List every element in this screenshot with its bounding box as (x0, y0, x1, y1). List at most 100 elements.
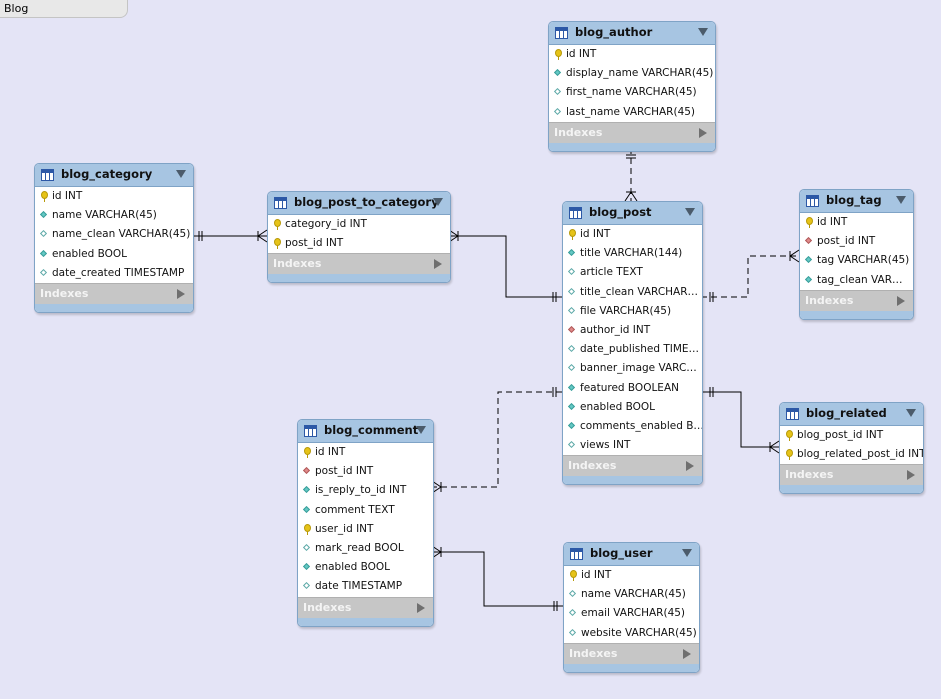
collapse-arrow-icon[interactable] (896, 196, 906, 204)
column-row[interactable]: blog_related_post_id INT (780, 445, 923, 464)
column-row[interactable]: date_published TIME… (563, 340, 702, 359)
column-row[interactable]: id INT (549, 45, 715, 64)
table-header[interactable]: blog_post_to_category (268, 192, 450, 215)
column-row[interactable]: enabled BOOL (563, 398, 702, 417)
indexes-section[interactable]: Indexes (298, 596, 433, 618)
expand-arrow-icon[interactable] (434, 259, 442, 270)
indexes-section[interactable]: Indexes (549, 121, 715, 143)
expand-arrow-icon[interactable] (699, 127, 707, 138)
table-header[interactable]: blog_category (35, 164, 193, 187)
table-header[interactable]: blog_related (780, 403, 923, 426)
column-row[interactable]: is_reply_to_id INT (298, 481, 433, 500)
not-null-column-icon (302, 486, 311, 494)
column-row[interactable]: tag_clean VAR… (800, 271, 913, 290)
column-row[interactable]: post_id INT (298, 462, 433, 481)
column-row[interactable]: enabled BOOL (35, 245, 193, 264)
column-row[interactable]: file VARCHAR(45) (563, 302, 702, 321)
column-row[interactable]: post_id INT (800, 232, 913, 251)
column-text: id INT (52, 190, 83, 202)
column-row[interactable]: post_id INT (268, 234, 450, 253)
one-cardinality-marker (552, 387, 557, 397)
column-row[interactable]: views INT (563, 436, 702, 455)
indexes-section[interactable]: Indexes (800, 289, 913, 311)
collapse-arrow-icon[interactable] (176, 170, 186, 178)
column-row[interactable]: title VARCHAR(144) (563, 244, 702, 263)
column-text: post_id INT (315, 465, 374, 478)
column-row[interactable]: tag VARCHAR(45) (800, 251, 913, 270)
relationship-line-blog-post-to-blog-tag (701, 255, 799, 298)
column-row[interactable]: blog_post_id INT (780, 426, 923, 445)
column-row[interactable]: last_name VARCHAR(45) (549, 103, 715, 122)
column-row[interactable]: comment TEXT (298, 501, 433, 520)
indexes-section[interactable]: Indexes (268, 253, 450, 275)
primary-key-icon (274, 219, 281, 230)
collapse-arrow-icon[interactable] (416, 426, 426, 434)
column-row[interactable]: id INT (298, 443, 433, 462)
expand-arrow-icon[interactable] (686, 461, 694, 472)
table-header[interactable]: blog_tag (800, 190, 913, 213)
column-row[interactable]: id INT (35, 187, 193, 206)
indexes-section[interactable]: Indexes (780, 464, 923, 486)
relationship-line-blog-post-to-blog-related (701, 391, 779, 448)
column-row[interactable]: email VARCHAR(45) (564, 604, 699, 623)
expand-arrow-icon[interactable] (417, 602, 425, 613)
table-header[interactable]: blog_author (549, 22, 715, 45)
column-row[interactable]: author_id INT (563, 321, 702, 340)
column-row[interactable]: display_name VARCHAR(45) (549, 64, 715, 83)
column-row[interactable]: featured BOOLEAN (563, 379, 702, 398)
diagram-tab[interactable]: Blog (0, 0, 128, 18)
column-row[interactable]: category_id INT (268, 215, 450, 234)
expand-arrow-icon[interactable] (907, 470, 915, 481)
column-row[interactable]: mark_read BOOL (298, 539, 433, 558)
nullable-column-icon (302, 543, 311, 551)
expand-arrow-icon[interactable] (177, 288, 185, 299)
column-row[interactable]: title_clean VARCHAR… (563, 283, 702, 302)
column-row[interactable]: id INT (800, 213, 913, 232)
collapse-arrow-icon[interactable] (906, 409, 916, 417)
column-row[interactable]: enabled BOOL (298, 558, 433, 577)
collapse-arrow-icon[interactable] (698, 28, 708, 36)
expand-arrow-icon[interactable] (897, 295, 905, 306)
column-row[interactable]: website VARCHAR(45) (564, 624, 699, 643)
indexes-section[interactable]: Indexes (35, 282, 193, 304)
nullable-column-icon (553, 88, 562, 96)
column-row[interactable]: name_clean VARCHAR(45) (35, 225, 193, 244)
indexes-section[interactable]: Indexes (563, 455, 702, 477)
column-row[interactable]: id INT (564, 566, 699, 585)
table-bottom-bar (564, 663, 699, 672)
indexes-section[interactable]: Indexes (564, 642, 699, 664)
column-row[interactable]: name VARCHAR(45) (564, 585, 699, 604)
expand-arrow-icon[interactable] (683, 648, 691, 659)
primary-key-icon (786, 430, 793, 441)
collapse-arrow-icon[interactable] (682, 549, 692, 557)
column-row[interactable]: article TEXT (563, 263, 702, 282)
column-text: first_name VARCHAR(45) (566, 86, 697, 99)
column-row[interactable]: banner_image VARC… (563, 359, 702, 378)
column-row[interactable]: first_name VARCHAR(45) (549, 83, 715, 102)
table-header[interactable]: blog_post (563, 202, 702, 225)
column-row[interactable]: date TIMESTAMP (298, 577, 433, 596)
column-row[interactable]: comments_enabled B… (563, 417, 702, 436)
column-row[interactable]: user_id INT (298, 520, 433, 539)
foreign-key-icon (567, 325, 576, 333)
table-header[interactable]: blog_user (564, 543, 699, 566)
collapse-arrow-icon[interactable] (685, 208, 695, 216)
not-null-column-icon (567, 402, 576, 410)
table-header[interactable]: blog_comment (298, 420, 433, 443)
primary-key-icon (304, 523, 311, 535)
column-row[interactable]: name VARCHAR(45) (35, 206, 193, 225)
column-text: file VARCHAR(45) (580, 304, 672, 317)
column-row[interactable]: date_created TIMESTAMP (35, 264, 193, 283)
column-row[interactable]: id INT (563, 225, 702, 244)
collapse-arrow-icon[interactable] (433, 198, 443, 206)
